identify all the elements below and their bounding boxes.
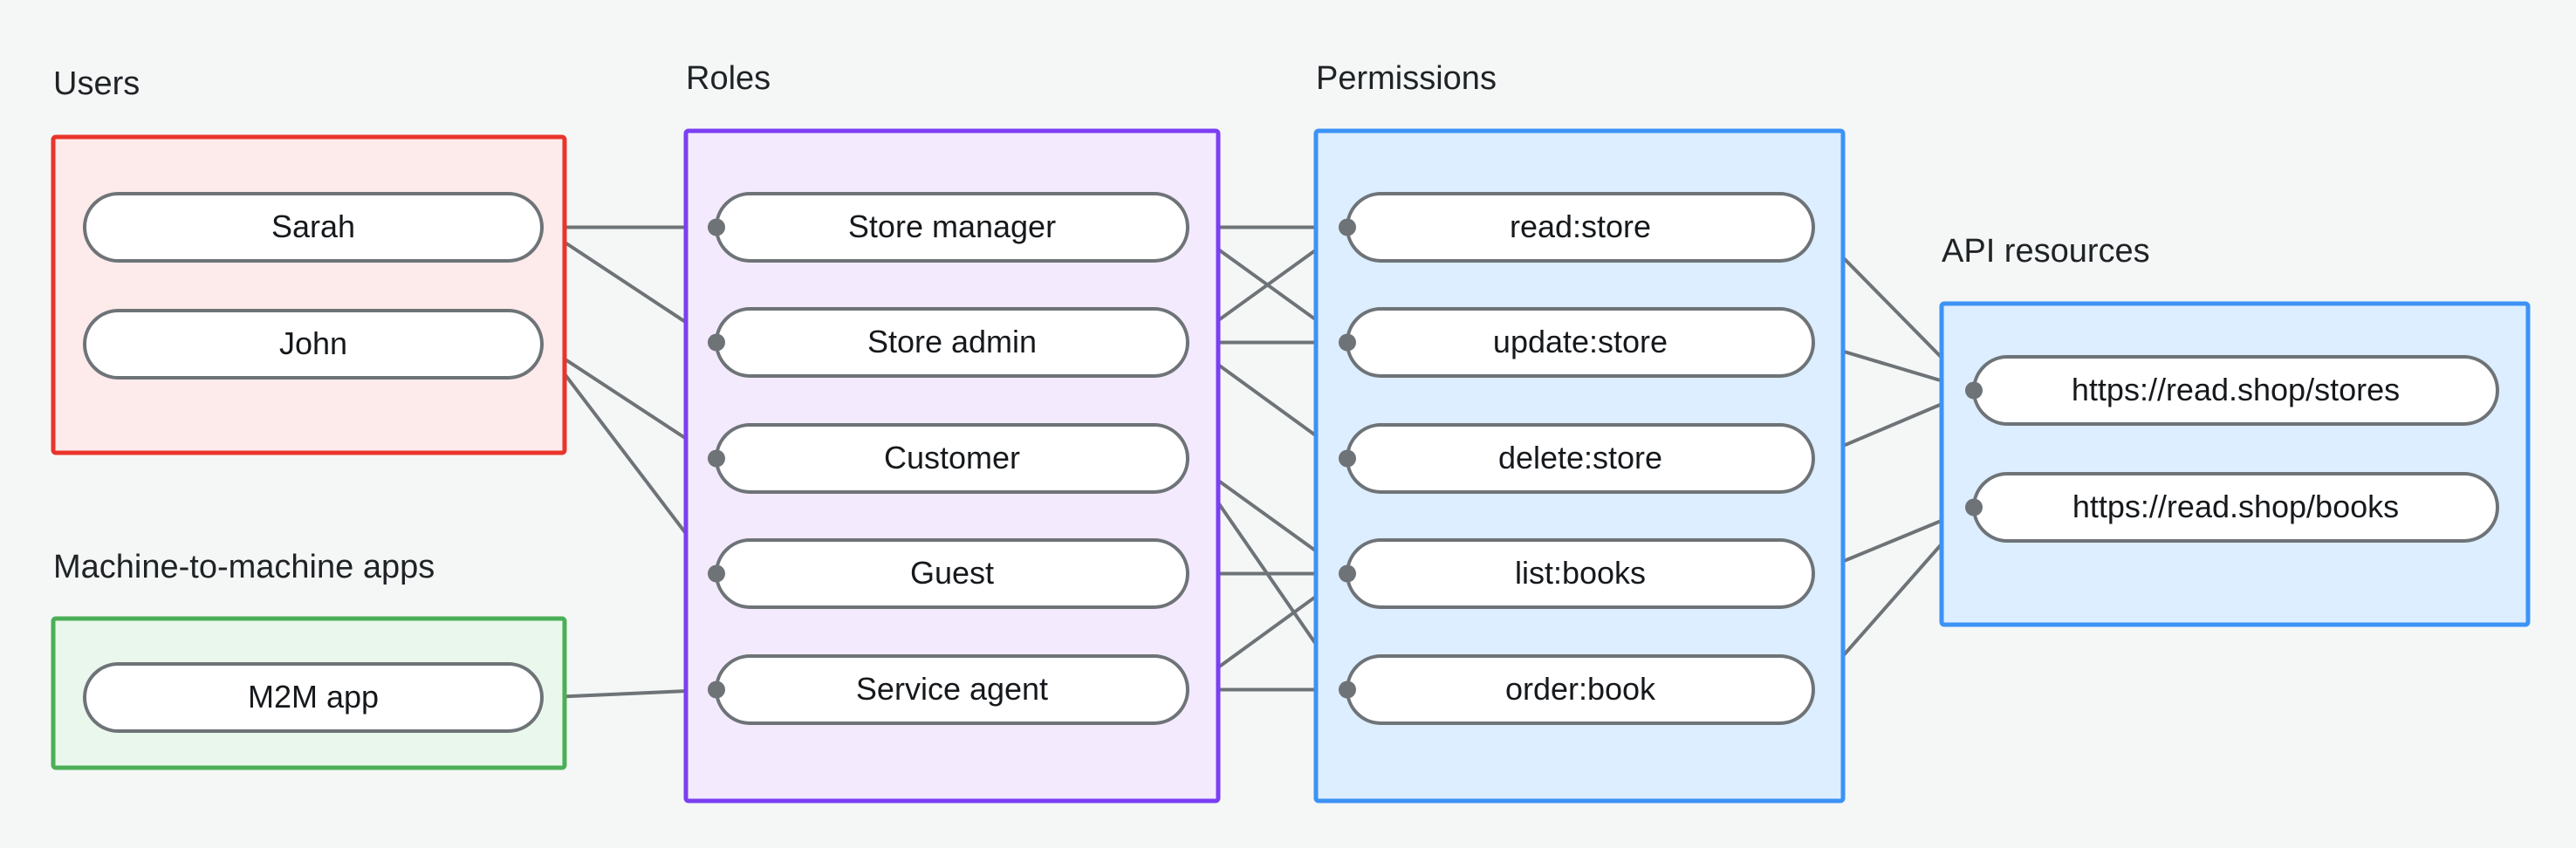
group-box-users [51, 134, 567, 455]
group-label-permissions: Permissions [1316, 60, 1497, 97]
connector-dot-list-books [1339, 564, 1356, 583]
node-shape-john[interactable] [83, 309, 544, 380]
node-label-order-book: order:book [1505, 671, 1656, 707]
group-label-m2m: Machine-to-machine apps [53, 549, 435, 585]
node-label-customer: Customer [884, 440, 1020, 475]
node-res-books[interactable]: https://read.shop/books [1972, 472, 2499, 543]
connector-dot-res-stores [1965, 381, 1983, 400]
node-label-store-admin: Store admin [867, 324, 1037, 359]
node-label-sarah: Sarah [271, 209, 355, 244]
connector-dot-res-books [1965, 498, 1983, 516]
group-label-roles: Roles [686, 60, 771, 97]
connector-dot-customer [708, 449, 725, 468]
connector-dot-store-manager [708, 218, 725, 236]
node-service-agent[interactable]: Service agent [715, 654, 1189, 725]
node-label-res-books: https://read.shop/books [2072, 489, 2399, 524]
node-res-stores[interactable]: https://read.shop/stores [1972, 355, 2499, 426]
node-label-delete-store: delete:store [1498, 440, 1662, 475]
connector-dot-order-book [1339, 680, 1356, 699]
node-label-john: John [279, 325, 347, 361]
group-m2m: Machine-to-machine apps [51, 549, 567, 770]
node-customer[interactable]: Customer [715, 423, 1189, 494]
node-label-update-store: update:store [1493, 324, 1668, 359]
connector-dot-service-agent [708, 680, 725, 699]
node-label-guest: Guest [910, 555, 994, 591]
node-label-store-manager: Store manager [848, 209, 1056, 244]
connector-dot-update-store [1339, 333, 1356, 352]
group-label-api-resources: API resources [1942, 233, 2150, 270]
connector-dots-layer [708, 218, 1983, 699]
connector-dot-read-store [1339, 218, 1356, 236]
node-read-store[interactable]: read:store [1346, 192, 1815, 263]
node-label-read-store: read:store [1510, 209, 1651, 244]
connector-dot-guest [708, 564, 725, 583]
connector-dot-delete-store [1339, 449, 1356, 468]
group-label-users: Users [53, 65, 140, 102]
group-api-resources: API resources [1939, 233, 2531, 627]
node-store-admin[interactable]: Store admin [715, 307, 1189, 378]
node-update-store[interactable]: update:store [1346, 307, 1815, 378]
node-m2mapp[interactable]: M2M app [83, 662, 544, 733]
node-sarah[interactable]: Sarah [83, 192, 544, 263]
node-store-manager[interactable]: Store manager [715, 192, 1189, 263]
node-shape-sarah[interactable] [83, 192, 544, 263]
connector-dot-store-admin [708, 333, 725, 352]
node-guest[interactable]: Guest [715, 538, 1189, 609]
node-shape-m2mapp[interactable] [83, 662, 544, 733]
node-order-book[interactable]: order:book [1346, 654, 1815, 725]
node-label-list-books: list:books [1515, 555, 1646, 591]
node-list-books[interactable]: list:books [1346, 538, 1815, 609]
node-label-service-agent: Service agent [856, 671, 1048, 707]
node-label-res-stores: https://read.shop/stores [2072, 372, 2400, 407]
node-john[interactable]: John [83, 309, 544, 380]
node-delete-store[interactable]: delete:store [1346, 423, 1815, 494]
node-label-m2mapp: M2M app [248, 679, 379, 715]
group-box-api-resources [1939, 301, 2531, 627]
